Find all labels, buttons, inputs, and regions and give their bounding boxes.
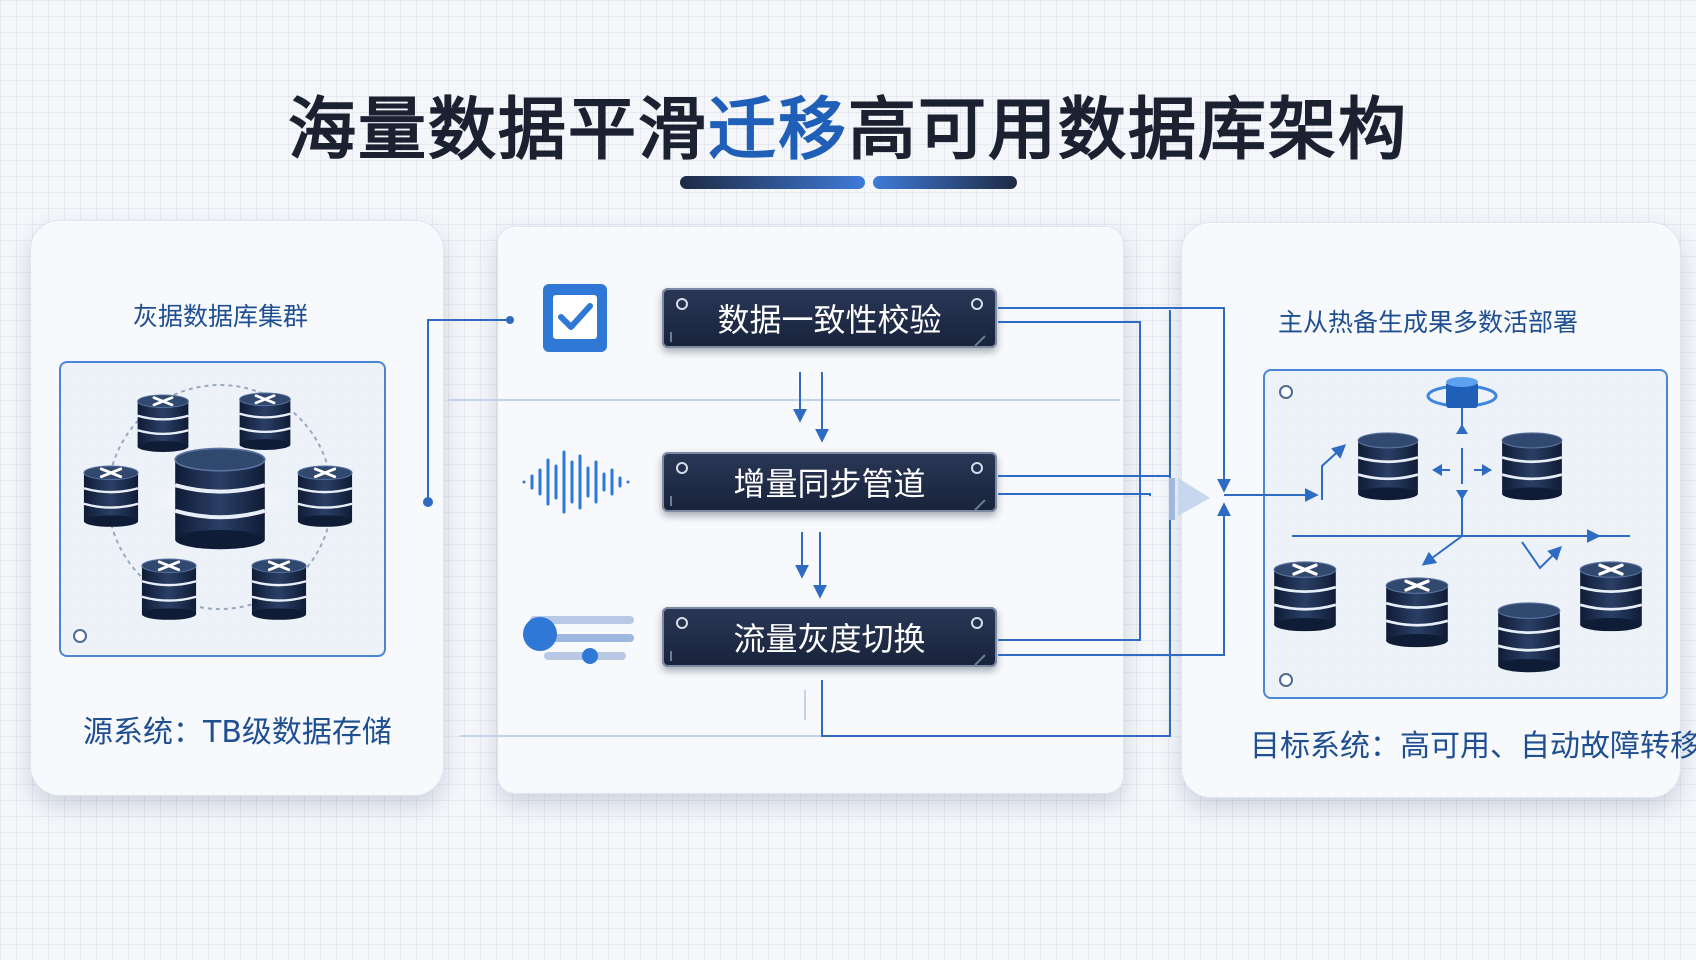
- title-underline-right: [873, 176, 1017, 189]
- box-corner-dot: [1279, 673, 1293, 687]
- database-icon: [252, 559, 306, 620]
- step-traffic-switch: 流量灰度切换: [662, 607, 997, 667]
- database-icon: [84, 466, 138, 527]
- database-icon: [138, 395, 189, 452]
- title-part-3: 高可用数据库架构: [848, 91, 1409, 170]
- diagram-title: 海量数据平滑迁移高可用数据库架构: [0, 74, 1696, 173]
- target-db-cluster: [1274, 377, 1642, 674]
- box-corner-dot: [1279, 385, 1293, 399]
- source-caption: 源系统：TB级数据存储: [83, 715, 392, 750]
- checkbox-icon: [541, 282, 609, 358]
- step-label: 增量同步管道: [733, 465, 926, 503]
- source-to-pipeline-connector: [423, 316, 514, 507]
- title-underline-left: [680, 176, 865, 189]
- database-icon: [1274, 562, 1336, 631]
- step-incremental-sync: 增量同步管道: [662, 452, 997, 512]
- database-icon: [1580, 562, 1642, 631]
- database-icon: [240, 393, 291, 450]
- target-deployment-label: 主从热备生成果多数活部署: [1278, 308, 1579, 337]
- title-part-2: 迁移: [707, 91, 848, 170]
- step-consistency-check: 数据一致性校验: [662, 288, 997, 348]
- sync-hub-icon: [1426, 377, 1498, 408]
- merge-arrow-icon: [1178, 478, 1210, 516]
- database-icon: [142, 559, 196, 620]
- step-label: 数据一致性校验: [717, 301, 942, 339]
- pipeline-to-target-connectors: [998, 307, 1319, 656]
- database-icon: [1386, 578, 1448, 647]
- title-part-1: 海量数据平滑: [287, 91, 708, 170]
- title-underline: [680, 176, 1017, 189]
- database-icon: [298, 466, 352, 527]
- target-panel: 主从热备生成果多数活部署 目标系统：高可用、自动故障转移: [1181, 222, 1696, 798]
- source-cluster-label: 灰据数据库集群: [133, 302, 309, 331]
- database-icon: [1496, 601, 1562, 674]
- central-database-icon: [175, 448, 265, 549]
- database-icon: [1500, 431, 1564, 502]
- box-corner-dot: [73, 629, 87, 643]
- target-caption: 目标系统：高可用、自动故障转移: [1250, 729, 1696, 764]
- database-icon: [1356, 431, 1420, 502]
- guide-lines: [448, 399, 1120, 737]
- audio-wave-icon: [520, 448, 632, 520]
- step-flow-arrows: [793, 310, 1171, 737]
- step-label: 流量灰度切换: [733, 620, 926, 658]
- source-db-cluster: [84, 384, 352, 620]
- toggle-slider-icon: [520, 610, 638, 674]
